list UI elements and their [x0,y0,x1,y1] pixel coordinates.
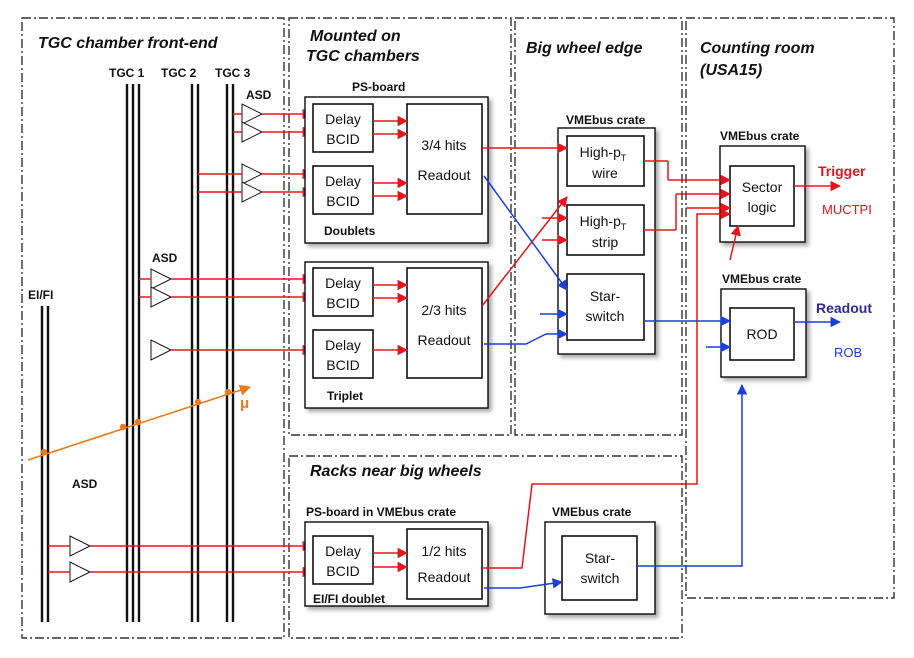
delay-bcid-doublet-1 [312,103,374,153]
asd-label-mid: ASD [152,251,178,265]
region-title-counting-1: Counting room [700,40,815,57]
delay-bcid-triplet-2 [312,329,374,379]
delay-bcid-doublet-2 [312,165,374,215]
asd-label-bottom: ASD [72,477,98,491]
readout-path-lines [483,175,748,589]
region-title-mounted-2: TGC chambers [306,48,420,65]
region-counting-room [685,17,895,599]
region-big-wheel [514,17,683,436]
high-p-text: High-p [580,144,621,160]
hits-12-text: 1/2 hits [421,543,466,559]
muon-track [27,384,252,461]
sector-text: Sector [742,179,783,195]
high-pt-strip-title: High-pT [580,213,627,232]
star-switch-bw-block [566,273,645,341]
region-title-mounted-1: Mounted on [310,28,401,45]
star-text: Star- [590,288,621,304]
delay-text: Delay [325,337,361,353]
bcid-text: BCID [326,295,359,311]
delay-text: Delay [325,543,361,559]
ps-board-vme-label: PS-board in VMEbus crate [306,505,456,519]
delay-bcid-eifi [312,535,374,585]
rod-block [729,307,795,361]
region-title-racks: Racks near big wheels [310,463,482,480]
triplet-internal-links [373,279,409,356]
triplet-label: Triplet [327,389,363,403]
delay-text: Delay [325,275,361,291]
coincidence-23-block [406,267,483,379]
vmebus-crate-label-bw: VMEbus crate [566,113,646,127]
region-title-big-wheel: Big wheel edge [526,40,643,57]
bcid-text: BCID [326,357,359,373]
eifi-doublet-label: EI/FI doublet [313,592,385,606]
high-pt-strip-block [566,204,645,256]
star-switch-racks-block [561,535,638,601]
delay-text: Delay [325,111,361,127]
muctpi-label: MUCTPI [822,202,872,217]
coincidence-34-block [406,103,483,215]
delay-text: Delay [325,173,361,189]
tgc3-label: TGC 3 [215,66,251,80]
trigger-label: Trigger [818,163,866,179]
readout-text: Readout [418,569,471,585]
asd-group-eifi [69,535,92,583]
high-pt-wire-block [566,135,645,187]
readout-text: Readout [418,332,471,348]
tgc1-label: TGC 1 [109,66,145,80]
tgc2-label: TGC 2 [161,66,197,80]
subscript-t: T [621,153,627,163]
muon-label: μ [240,395,249,412]
region-front-end [21,17,285,639]
vmebus-crate-label-sl: VMEbus crate [720,129,800,143]
coincidence-12-block [406,528,483,600]
sector-logic-block [729,165,795,227]
switch-text: switch [586,308,625,324]
rod-text: ROD [746,326,777,342]
vmebus-crate-label-racks: VMEbus crate [552,505,632,519]
asd-signal-lines [48,108,314,578]
eifi-label: EI/FI [28,288,53,302]
strip-text: strip [592,234,619,250]
bcid-text: BCID [326,563,359,579]
hits-23-text: 2/3 hits [421,302,466,318]
delay-bcid-triplet-1 [312,267,374,317]
logic-text: logic [748,199,777,215]
bcid-text: BCID [326,193,359,209]
asd-group-tgc3 [241,103,264,203]
asd-group-tgc1 [150,268,173,361]
vmebus-crate-label-rod: VMEbus crate [722,272,802,286]
high-p-text: High-p [580,213,621,229]
readout-output-label: Readout [816,300,872,316]
subscript-t: T [621,222,627,232]
eifi-internal-links [373,547,409,573]
doublet-internal-links [373,115,409,202]
region-racks [288,455,683,639]
rob-label: ROB [834,345,862,360]
bcid-text: BCID [326,131,359,147]
switch-text: switch [581,570,620,586]
wire-text: wire [591,165,618,181]
hits-34-text: 3/4 hits [421,137,466,153]
trigger-path-lines [481,142,741,569]
ps-board-label: PS-board [352,80,405,94]
asd-label-top: ASD [246,88,272,102]
doublets-label: Doublets [324,224,376,238]
region-mounted [288,17,512,436]
region-title-front-end: TGC chamber front-end [38,35,219,52]
readout-text: Readout [418,167,471,183]
region-title-counting-2: (USA15) [700,62,762,79]
high-pt-wire-title: High-pT [580,144,627,163]
star-text: Star- [585,550,616,566]
